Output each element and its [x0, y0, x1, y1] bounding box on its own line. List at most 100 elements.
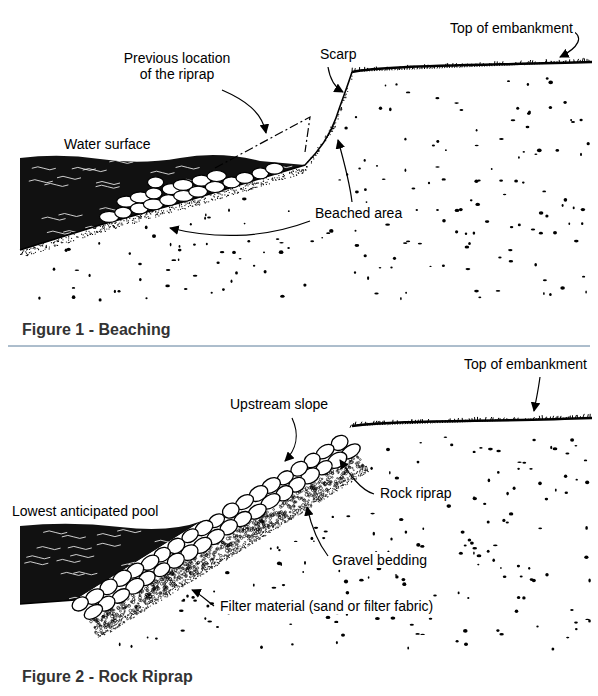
stipple-dot: [148, 218, 149, 219]
gravel: [190, 572, 192, 574]
stipple-dot: [38, 249, 39, 250]
grass-blade: [566, 62, 568, 63]
gravel: [147, 587, 149, 589]
soil-speck: [473, 497, 476, 499]
soil-speck: [473, 232, 476, 235]
stipple-dot: [139, 217, 140, 218]
stipple-dot: [26, 249, 27, 250]
gravel: [149, 595, 152, 598]
stipple-dot: [140, 215, 141, 216]
stipple-dot: [234, 192, 235, 193]
filter-sand: [163, 594, 164, 595]
leader-line: [328, 67, 343, 92]
stipple-dot: [302, 172, 303, 173]
gravel: [95, 631, 97, 633]
gravel: [321, 493, 322, 494]
leader-line: [170, 221, 310, 235]
gravel: [293, 502, 295, 504]
gravel: [203, 555, 205, 557]
soil-speck: [506, 521, 509, 523]
filter-sand: [208, 566, 209, 567]
gravel: [225, 549, 228, 552]
filter-sand: [254, 540, 255, 541]
gravel: [263, 527, 265, 529]
filter-sand: [167, 594, 168, 595]
gravel: [266, 511, 268, 513]
gravel: [336, 470, 338, 472]
soil-speck: [346, 614, 348, 616]
soil-speck: [53, 268, 56, 271]
grass-blade: [354, 68, 356, 72]
gravel: [145, 598, 146, 599]
filter-sand: [135, 611, 136, 612]
stipple-dot: [33, 248, 34, 249]
grass-blade: [417, 66, 418, 69]
soil-speck: [253, 584, 255, 587]
soil-speck: [432, 144, 435, 146]
filter-sand: [293, 515, 294, 516]
stipple-dot: [43, 250, 44, 251]
stipple-dot: [54, 245, 55, 246]
stipple-dot: [184, 205, 185, 206]
stipple-dot: [134, 221, 135, 222]
soil-speck: [522, 462, 526, 464]
grass: [352, 58, 590, 72]
stipple-dot: [34, 247, 35, 248]
stipple-dot: [187, 203, 188, 204]
grass-blade: [419, 68, 421, 69]
filter-sand: [167, 593, 168, 594]
stipple-dot: [53, 242, 54, 243]
filter-sand: [272, 525, 273, 526]
stipple-dot: [250, 188, 251, 189]
filter-sand: [365, 467, 366, 468]
stipple-dot: [122, 224, 123, 225]
soil-speck: [479, 447, 482, 449]
stipple-dot: [351, 79, 352, 80]
soil-speck: [207, 217, 211, 219]
gravel: [271, 514, 274, 517]
filter-sand: [237, 546, 238, 547]
gravel: [326, 478, 329, 481]
soil-speck: [581, 222, 583, 225]
stipple-dot: [283, 174, 284, 175]
gravel: [253, 533, 255, 535]
gravel: [300, 506, 301, 507]
gravel: [344, 473, 345, 474]
gravel: [133, 596, 135, 598]
soil-speck: [570, 609, 573, 611]
soil-speck: [375, 617, 380, 620]
filter-sand: [151, 600, 152, 601]
filter-sand: [262, 536, 263, 537]
filter-sand: [194, 575, 195, 576]
soil-speck: [473, 552, 475, 555]
soil-speck: [416, 543, 420, 547]
soil-speck: [235, 271, 238, 274]
stipple-dot: [175, 207, 176, 208]
grass-blade: [510, 63, 512, 65]
filter-sand: [233, 550, 234, 551]
filter-sand: [152, 601, 153, 602]
soil-speck: [385, 84, 387, 86]
gravel: [178, 576, 181, 579]
stipple-dot: [261, 184, 262, 185]
soil-speck: [99, 298, 102, 301]
stipple-dot: [303, 169, 304, 170]
gravel: [197, 562, 200, 565]
gravel: [311, 494, 313, 496]
water-ripple: [256, 201, 280, 204]
soil-speck: [193, 600, 197, 602]
soil-speck: [147, 637, 149, 639]
gravel: [171, 572, 174, 575]
soil-speck: [536, 626, 538, 628]
stipple-dot: [282, 179, 283, 180]
stipple-dot: [141, 217, 142, 218]
stipple-dot: [114, 226, 115, 227]
soil-speck: [570, 119, 572, 121]
stipple-dot: [325, 136, 326, 137]
filter-sand: [327, 496, 328, 497]
stipple-dot: [330, 134, 331, 135]
stipple-dot: [34, 248, 35, 249]
stipple-dot: [338, 118, 339, 119]
gravel: [197, 561, 200, 564]
soil-speck: [272, 587, 277, 589]
